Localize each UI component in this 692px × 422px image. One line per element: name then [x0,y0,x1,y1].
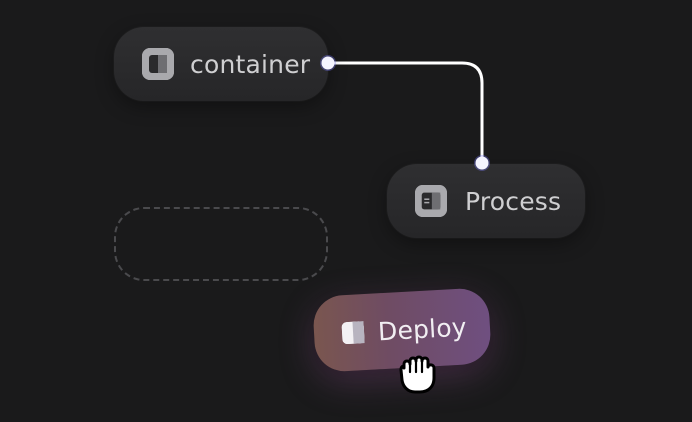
node-deploy-label: Deploy [377,311,468,346]
node-container[interactable]: container [114,27,328,101]
input-handle[interactable] [472,153,492,173]
container-icon [142,48,174,80]
process-icon [415,185,447,217]
deploy-icon [341,321,365,345]
drop-zone-placeholder[interactable] [114,207,328,281]
connector-path [326,61,484,164]
grab-hand-icon [399,355,436,394]
node-container-label: container [190,49,311,79]
output-handle[interactable] [318,53,338,73]
node-process-label: Process [465,186,562,216]
node-deploy-dragging[interactable]: Deploy [312,287,492,373]
node-process[interactable]: Process [387,164,585,238]
